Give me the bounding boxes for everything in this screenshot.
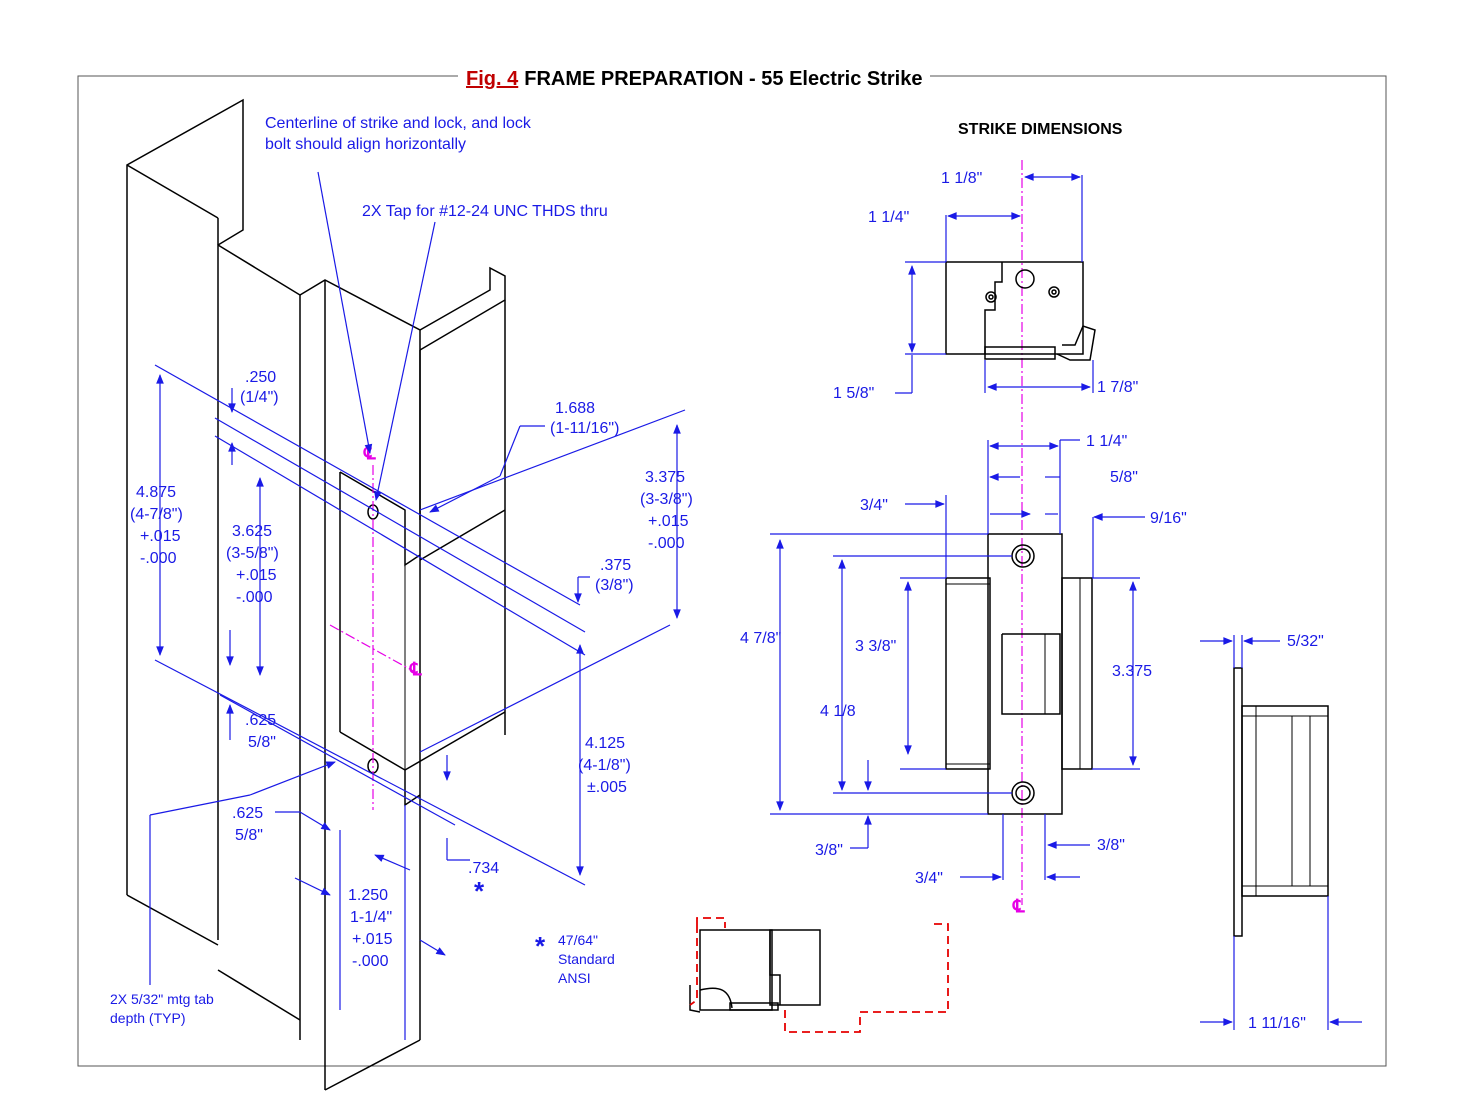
strike-top-view — [945, 261, 1096, 361]
dim-3375-frac: (3-3/8") — [640, 491, 693, 508]
note-std-3: ANSI — [558, 970, 591, 986]
dim-625-1-frac: 5/8" — [248, 734, 276, 751]
dim-4125-tol: ±.005 — [587, 779, 627, 796]
dim-375: .375 — [600, 557, 631, 574]
strike-bottom-view — [689, 917, 949, 1033]
dim-front-38b: 3/8" — [1097, 837, 1125, 854]
dim-3625: 3.625 — [232, 523, 272, 540]
note-std-2: Standard — [558, 951, 615, 967]
centerline-symbol-2: ℄ — [409, 659, 422, 679]
dim-3625-tol1: +.015 — [236, 567, 277, 584]
dim-250-frac: (1/4") — [240, 389, 279, 406]
strike-side-view — [1233, 667, 1329, 937]
dim-375-frac: (3/8") — [595, 577, 634, 594]
dim-1250: 1.250 — [348, 887, 388, 904]
dim-top-114: 1 1/4" — [868, 209, 909, 226]
strike-front-view — [945, 533, 1093, 815]
dim-top-118: 1 1/8" — [941, 170, 982, 187]
dim-734: .734 — [468, 860, 499, 877]
dim-1688: 1.688 — [555, 400, 595, 417]
dim-1250-frac: 1-1/4" — [350, 909, 392, 926]
dim-4875-frac: (4-7/8") — [130, 506, 183, 523]
dim-4875-tol1: +.015 — [140, 528, 181, 545]
dim-1250-tol1: +.015 — [352, 931, 393, 948]
dim-3375-tol2: -.000 — [648, 535, 685, 552]
dim-top-178: 1 7/8" — [1097, 379, 1138, 396]
dim-front-34b: 3/4" — [915, 870, 943, 887]
dim-625-2-frac: 5/8" — [235, 827, 263, 844]
dim-4125: 4.125 — [585, 735, 625, 752]
dim-front-418: 4 1/8 — [820, 703, 856, 720]
dim-4875: 4.875 — [136, 484, 176, 501]
figure-number: Fig. 4 — [466, 68, 519, 90]
dim-front-38a: 3/8" — [815, 842, 843, 859]
dim-front-338: 3 3/8" — [855, 638, 896, 655]
note-centerline-2: bolt should align horizontally — [265, 136, 466, 153]
note-mtg-tab-2: depth (TYP) — [110, 1010, 185, 1026]
dim-front-3375: 3.375 — [1112, 663, 1152, 680]
dim-front-478: 4 7/8" — [740, 630, 781, 647]
dim-3625-tol2: -.000 — [236, 589, 273, 606]
asterisk-icon: * — [474, 876, 485, 906]
centerline-symbol-3: ℄ — [1012, 896, 1025, 916]
dim-front-34a: 3/4" — [860, 497, 888, 514]
dim-625-2: .625 — [232, 805, 263, 822]
note-tap: 2X Tap for #12-24 UNC THDS thru — [362, 203, 608, 220]
dim-4125-frac: (4-1/8") — [578, 757, 631, 774]
frame-dimension-texts: .250 (1/4") 1.688 (1-11/16") 4.875 (4-7/… — [130, 369, 693, 970]
note-std-1: 47/64" — [558, 932, 598, 948]
dim-1250-tol2: -.000 — [352, 953, 389, 970]
note-centerline-1: Centerline of strike and lock, and lock — [265, 115, 532, 132]
strike-dimensions-heading: STRIKE DIMENSIONS — [958, 121, 1123, 138]
dim-side-11116: 1 11/16" — [1248, 1015, 1306, 1032]
dim-top-158: 1 5/8" — [833, 385, 874, 402]
dim-4875-tol2: -.000 — [140, 550, 177, 567]
dim-side-532: 5/32" — [1287, 633, 1324, 650]
dim-1688-frac: (1-11/16") — [550, 420, 619, 437]
dim-3625-frac: (3-5/8") — [226, 545, 279, 562]
frame-isometric — [126, 98, 506, 1091]
note-mtg-tab-1: 2X 5/32" mtg tab — [110, 991, 214, 1007]
dim-250: .250 — [245, 369, 276, 386]
dim-front-58: 5/8" — [1110, 469, 1138, 486]
dim-3375: 3.375 — [645, 469, 685, 486]
dim-625-1: .625 — [245, 712, 276, 729]
dim-3375-tol1: +.015 — [648, 513, 689, 530]
frame-dimension-lines — [149, 171, 686, 1040]
dim-front-916: 9/16" — [1150, 510, 1187, 527]
figure-title-text: FRAME PREPARATION - 55 Electric Strike — [524, 68, 923, 90]
asterisk-icon-2: * — [535, 931, 546, 961]
dim-front-114: 1 1/4" — [1086, 433, 1127, 450]
